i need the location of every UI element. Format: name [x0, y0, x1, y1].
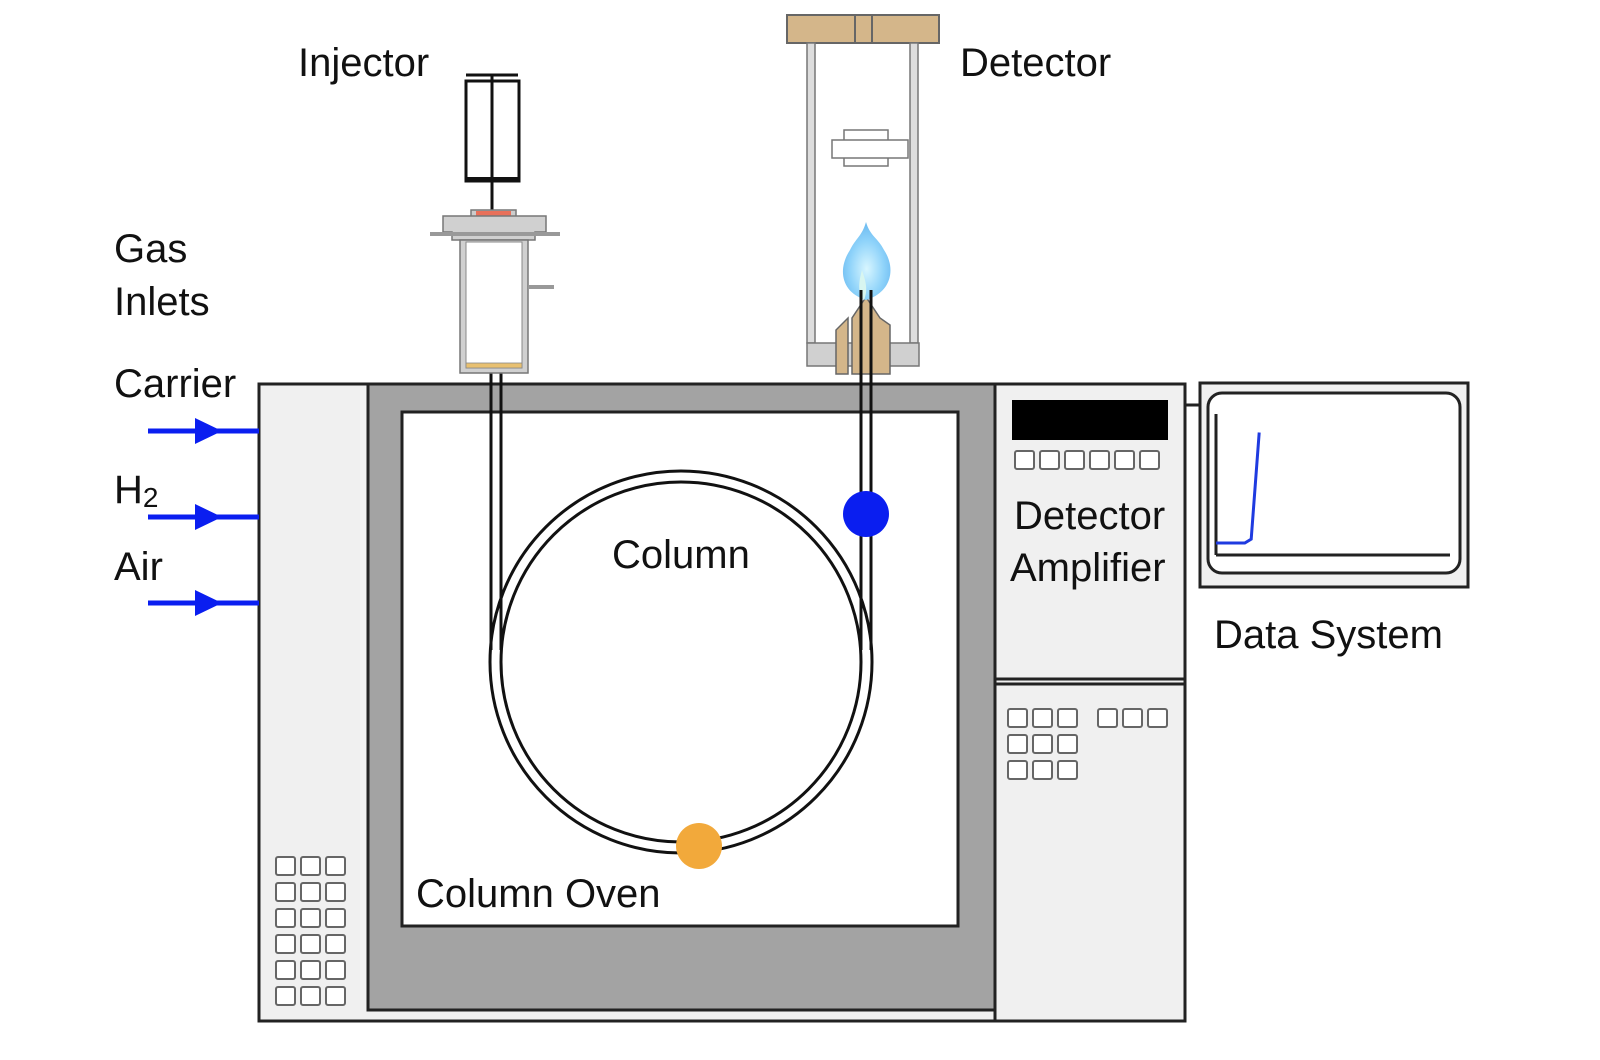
air-label: Air [114, 545, 163, 589]
air-arrow-icon [148, 590, 259, 616]
keypad-button [1064, 450, 1085, 470]
carrier-arrow-icon [148, 418, 259, 444]
h2-label-base: H [114, 468, 143, 512]
keypad-button [1007, 760, 1028, 780]
column-oven-label: Column Oven [416, 872, 661, 916]
keypad-button [325, 908, 346, 928]
detector-label: Detector [960, 41, 1111, 85]
sample-band-start [676, 823, 722, 869]
left-keypad [275, 856, 346, 1006]
keypad-button [325, 934, 346, 954]
h2-arrow-icon [148, 504, 259, 530]
keypad-button [275, 856, 296, 876]
keypad-button [1014, 450, 1035, 470]
keypad-button [1032, 734, 1053, 754]
keypad-button [275, 908, 296, 928]
keypad-button [1039, 450, 1060, 470]
h2-label: H2 [114, 468, 158, 513]
data-system-monitor [1185, 381, 1470, 589]
keypad-button [300, 908, 321, 928]
data-system-label: Data System [1214, 613, 1443, 657]
keypad-button [300, 960, 321, 980]
keypad-button [1032, 760, 1053, 780]
keypad-button [325, 960, 346, 980]
keypad-button [1057, 708, 1078, 728]
flame-icon [842, 222, 891, 300]
keypad-button [275, 934, 296, 954]
syringe-icon [464, 73, 521, 262]
keypad-button [1007, 734, 1028, 754]
carrier-label: Carrier [114, 362, 236, 406]
keypad-button [275, 960, 296, 980]
liner-frit [465, 362, 523, 369]
keypad-button [275, 986, 296, 1006]
sample-band-end [843, 491, 889, 537]
keypad-button [300, 882, 321, 902]
detector-amplifier-label-line1: Detector [1014, 494, 1165, 538]
amplifier-buttons [1014, 450, 1160, 470]
keypad-button [1089, 450, 1110, 470]
column-oven [366, 382, 997, 1012]
detector-amplifier-panel [993, 382, 1187, 1023]
keypad-button [1032, 708, 1053, 728]
lower-keypad [1007, 708, 1168, 780]
keypad-button [1147, 708, 1168, 728]
keypad-button [1097, 708, 1118, 728]
detector-amplifier-label-line2: Amplifier [1010, 546, 1166, 590]
keypad-button [325, 856, 346, 876]
detector [786, 14, 940, 380]
injector-label: Injector [298, 41, 429, 85]
keypad-button [325, 986, 346, 1006]
chromatogram-trace [1216, 432, 1261, 545]
keypad-button [275, 882, 296, 902]
keypad-button [1057, 760, 1078, 780]
gas-inlets-label-line2: Inlets [114, 280, 210, 324]
keypad-button [300, 986, 321, 1006]
column-label: Column [612, 533, 750, 577]
keypad-button [1007, 708, 1028, 728]
h2-label-subscript: 2 [143, 482, 159, 513]
keypad-button [1114, 450, 1135, 470]
keypad-button [1057, 734, 1078, 754]
keypad-button [300, 856, 321, 876]
septum [476, 211, 511, 217]
injector [430, 73, 560, 374]
keypad-button [325, 882, 346, 902]
gas-inlet-arrows [148, 418, 259, 616]
amplifier-display [1012, 400, 1168, 440]
keypad-button [300, 934, 321, 954]
keypad-button [1139, 450, 1160, 470]
keypad-button [1122, 708, 1143, 728]
gas-inlets-label-line1: Gas [114, 227, 187, 271]
